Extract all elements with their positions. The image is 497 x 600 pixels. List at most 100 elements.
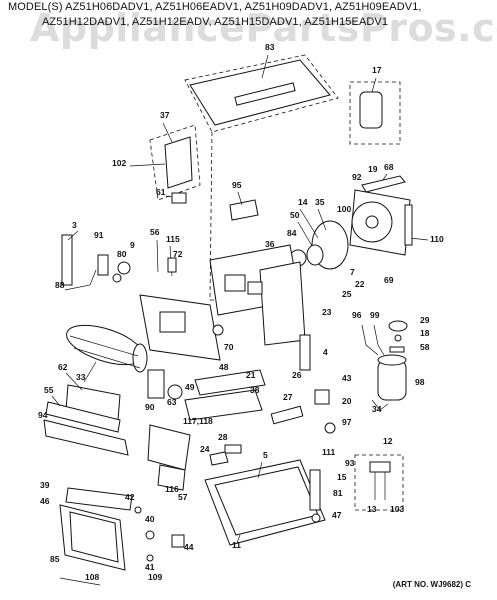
- callout-90: 90: [145, 402, 155, 412]
- callout-81: 81: [333, 488, 343, 498]
- callout-98: 98: [415, 377, 425, 387]
- base-pan: [204, 459, 326, 546]
- blower-wheel: [66, 324, 148, 383]
- callout-35: 35: [315, 197, 325, 207]
- fastener-47: [311, 513, 321, 523]
- callout-55: 55: [44, 385, 54, 395]
- compressor: [377, 354, 407, 401]
- model-list-line-2: AZ51H12DADV1, AZ51H12EADV, AZ51H15DADV1,…: [42, 16, 389, 28]
- callout-85: 85: [50, 554, 60, 564]
- callout-88: 88: [55, 280, 65, 290]
- callout-103: 103: [390, 504, 404, 514]
- callout-62: 62: [58, 362, 68, 372]
- callout-91: 91: [94, 230, 104, 240]
- callout-93: 93: [345, 458, 355, 468]
- callout-109: 109: [148, 572, 162, 582]
- model-list-line-1: MODEL(S) AZ51H06DADV1, AZ51H06EADV1, AZ5…: [8, 1, 422, 13]
- condenser-fan-assembly: [349, 173, 429, 256]
- callout-27: 27: [283, 392, 293, 402]
- bracket-90: [147, 369, 165, 399]
- callout-70: 70: [224, 342, 234, 352]
- callout-23: 23: [322, 307, 332, 317]
- callout-69: 69: [384, 275, 394, 285]
- top-cover-assembly: [184, 54, 339, 133]
- callout-48: 48: [219, 362, 229, 372]
- callout-25: 25: [342, 289, 352, 299]
- left-side-parts: [61, 230, 131, 291]
- callout-63: 63: [167, 397, 177, 407]
- callout-38: 38: [250, 385, 260, 395]
- callout-97: 97: [342, 417, 352, 427]
- callout-80: 80: [117, 249, 127, 259]
- callout-108: 108: [85, 572, 99, 582]
- callout-33: 33: [76, 372, 86, 382]
- callout-17: 17: [372, 65, 382, 75]
- front-housing: [59, 487, 133, 586]
- callout-29: 29: [420, 315, 430, 325]
- watermark: AppliancePartsPros.com: [30, 6, 497, 50]
- callout-94: 94: [38, 410, 48, 420]
- fitting-97: [324, 422, 336, 434]
- callout-56: 56: [150, 227, 160, 237]
- callout-42: 42: [125, 492, 135, 502]
- callout-100: 100: [337, 204, 351, 214]
- callout-28: 28: [218, 432, 228, 442]
- callout-58: 58: [420, 342, 430, 352]
- callout-3: 3: [72, 220, 77, 230]
- callout-40: 40: [145, 514, 155, 524]
- callout-43: 43: [342, 373, 352, 383]
- bracket-24: [209, 451, 229, 466]
- callout-84: 84: [287, 228, 297, 238]
- bracket-116: [157, 464, 186, 491]
- callout-14: 14: [298, 197, 308, 207]
- callout-26: 26: [292, 370, 302, 380]
- center-bulkhead: [209, 244, 306, 346]
- drain-pan-lower: [184, 389, 263, 421]
- callout-47: 47: [332, 510, 342, 520]
- callout-57: 57: [178, 492, 188, 502]
- callout-11: 11: [232, 540, 241, 550]
- callout-36: 36: [265, 239, 275, 249]
- callout-116: 116: [165, 484, 179, 494]
- rods: [156, 239, 177, 277]
- callout-34: 34: [372, 404, 382, 414]
- knob-44: [171, 534, 185, 548]
- callout-5: 5: [263, 450, 268, 460]
- screw-41: [146, 554, 154, 562]
- callout-24: 24: [200, 444, 210, 454]
- callout-13: 13: [367, 504, 377, 514]
- callout-68: 68: [384, 162, 394, 172]
- callout-46: 46: [40, 496, 50, 506]
- drain-assembly: [354, 454, 404, 511]
- art-number: (ART NO. WJ9682) C: [392, 580, 471, 589]
- fastener-70: [212, 324, 224, 336]
- control-bracket: [129, 122, 201, 201]
- callout-37: 37: [160, 110, 170, 120]
- screw-40: [145, 530, 155, 540]
- callout-41: 41: [145, 562, 155, 572]
- capacitor: [349, 77, 401, 145]
- callout-95: 95: [232, 180, 242, 190]
- callout-115: 115: [166, 234, 180, 244]
- callout-110: 110: [430, 234, 444, 244]
- fan-motor: [297, 208, 349, 270]
- callout-50: 50: [290, 210, 300, 220]
- relay-26: [314, 389, 330, 405]
- nut-58: [389, 346, 405, 353]
- callout-21: 21: [246, 370, 256, 380]
- washer-18: [394, 334, 402, 342]
- callout-61: 61: [156, 187, 166, 197]
- callout-83: 83: [265, 42, 275, 52]
- support-81: [309, 469, 321, 511]
- callout-19: 19: [368, 164, 378, 174]
- callout-92: 92: [352, 172, 362, 182]
- top-bracket: [229, 199, 259, 221]
- grommet-29: [388, 320, 408, 332]
- callout-15: 15: [337, 472, 347, 482]
- drain-pan-upper: [194, 369, 266, 396]
- motor-mount-49: [167, 384, 183, 400]
- callout-4: 4: [323, 347, 328, 357]
- callout-72: 72: [173, 249, 183, 259]
